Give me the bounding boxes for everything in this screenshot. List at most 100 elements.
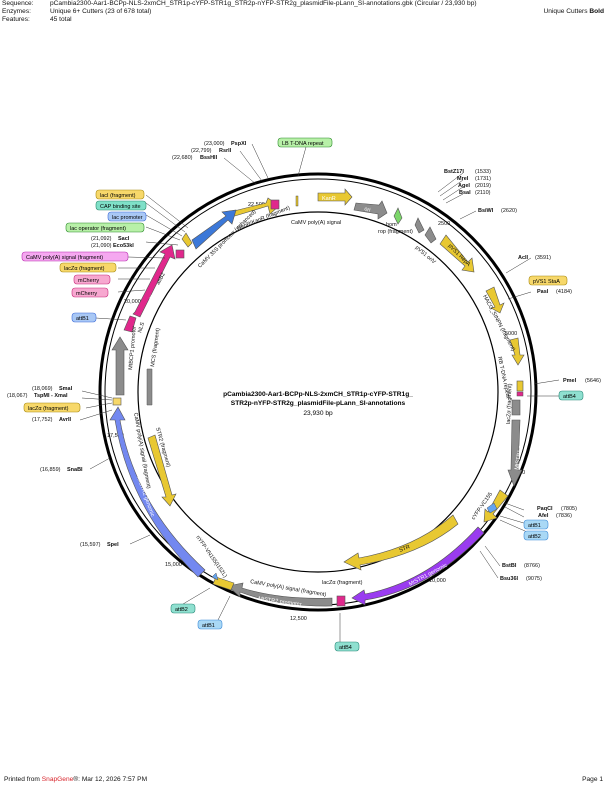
feature-mtstr2-promoter xyxy=(227,582,333,607)
tick-label: 17,500 xyxy=(107,433,124,439)
site-pos: (23,000) xyxy=(204,141,225,147)
site-pos: (16,859) xyxy=(40,467,61,473)
site-name: PasI xyxy=(537,289,549,295)
site-pos: (18,067) xyxy=(7,393,28,399)
site-pos: (5646) xyxy=(585,378,601,384)
footer-page: Page 1 xyxy=(582,776,603,783)
left-features xyxy=(109,209,237,578)
feature-label: pVS1 RepA xyxy=(447,243,472,268)
feature-kanr xyxy=(317,188,353,206)
site-name: PmeI xyxy=(563,378,577,384)
feature-bom xyxy=(393,207,403,225)
box-lac-promoter: lac promoter xyxy=(107,211,147,222)
site-pos: (4184) xyxy=(556,289,572,295)
site-pos: (17,752) xyxy=(32,417,53,423)
feature-mtstr2-genomic xyxy=(109,406,206,578)
site-name: Eco53kI xyxy=(113,243,134,249)
plasmid-title: pCambia2300-Aar1-BCPp-NLS-2xmCH_STR1p-cY… xyxy=(223,391,413,417)
svg-text:CaMV poly(A) signal (fragment): CaMV poly(A) signal (fragment) xyxy=(26,255,103,261)
box-attb1-bottom: attB1 xyxy=(197,619,223,630)
box-attb1-right: attB1 xyxy=(523,519,549,530)
feature-label: lacZα (fragment) xyxy=(322,580,363,586)
feature-camv-polya-marker xyxy=(270,199,280,210)
tick-label: 5000 xyxy=(505,331,517,337)
site-pos: (21,092) xyxy=(91,236,112,242)
site-pos: (18,069) xyxy=(32,386,53,392)
svg-text:pVS1 StaA: pVS1 StaA xyxy=(533,279,560,285)
feature-lacz-left-marker xyxy=(112,397,122,406)
site-name: AgeI xyxy=(458,183,470,189)
feature-rop xyxy=(414,217,425,234)
tick-label: 10,000 xyxy=(429,578,446,584)
site-pos: (8766) xyxy=(524,563,540,569)
feature-small-marker xyxy=(295,195,299,207)
site-name: AclI xyxy=(518,255,529,261)
outer-features xyxy=(225,188,475,273)
plasmid-length: 23,930 bp xyxy=(303,410,333,417)
feature-mtbcp1-promoter xyxy=(111,336,129,396)
box-camv-polya: CaMV poly(A) signal (fragment) xyxy=(21,251,129,262)
site-name: PaqCI xyxy=(537,506,553,512)
box-lacz-left-2: lacZα (fragment) xyxy=(23,402,81,413)
feature-attb2-bottom-marker xyxy=(211,572,219,581)
box-cap: CAP binding site xyxy=(95,200,147,211)
leader-lines xyxy=(79,143,560,642)
box-lb-tdna: LB T-DNA repeat xyxy=(277,137,333,148)
feature-rb-tdna xyxy=(516,380,524,392)
bottom-features xyxy=(211,514,485,607)
feature-label: bom xyxy=(386,222,397,228)
unique-cutters-legend: Unique Cutters Bold xyxy=(543,8,604,15)
svg-text:attB2: attB2 xyxy=(175,607,188,613)
svg-text:mCherry: mCherry xyxy=(76,291,97,297)
site-pos: (15,597) xyxy=(80,542,101,548)
site-name: BsiWI xyxy=(478,208,494,214)
svg-text:attB1: attB1 xyxy=(202,623,215,629)
site-name: AfeI xyxy=(538,513,549,519)
site-name: BstZ17I xyxy=(444,169,464,175)
site-pos: (2019) xyxy=(475,183,491,189)
header-features: Features:45 total xyxy=(2,16,72,23)
svg-text:lac promoter: lac promoter xyxy=(112,215,143,221)
svg-text:attB4: attB4 xyxy=(339,645,352,651)
right-features xyxy=(483,286,525,523)
site-pos: (21,090) xyxy=(91,243,112,249)
enzyme-sites: (23,000) PspXI (22,799) RsrII (22,680) B… xyxy=(7,141,601,582)
tick-label: 2500 xyxy=(438,221,450,227)
site-name: Bsu36I xyxy=(500,576,519,582)
site-name: SmaI xyxy=(59,386,73,392)
box-attb4-bottom: attB4 xyxy=(334,641,360,652)
svg-text:mCherry: mCherry xyxy=(78,278,99,284)
feature-lacz-right xyxy=(511,399,521,416)
box-lac-operator: lac operator (fragment) xyxy=(65,222,145,233)
feature-ori xyxy=(353,200,388,220)
site-pos: (1731) xyxy=(475,176,491,182)
site-name: BsaI xyxy=(459,190,471,196)
feature-mcs-fragment xyxy=(146,368,153,406)
site-name: TspMI - XmaI xyxy=(34,393,68,399)
svg-text:lacZα (fragment): lacZα (fragment) xyxy=(28,406,69,412)
site-pos: (22,799) xyxy=(191,148,212,154)
box-attb1-left: attB1 xyxy=(71,312,97,323)
svg-text:CAP binding site: CAP binding site xyxy=(100,204,141,210)
feature-attb-marker-right xyxy=(486,502,498,514)
footer-printed: Printed from SnapGene®: Mar 12, 2026 7:5… xyxy=(4,776,148,783)
plasmid-name-line2: STR2p-nYFP-STR2g_plasmidFile-pLann_SI-an… xyxy=(231,400,406,407)
site-name: BssHII xyxy=(200,155,218,161)
box-attb2-right: attB2 xyxy=(523,530,549,541)
feature-mtstr1-genomic xyxy=(351,526,485,606)
site-name: PspXI xyxy=(231,141,247,147)
feature-nls xyxy=(123,315,137,333)
tick-label: 15,000 xyxy=(165,562,182,568)
feature-str xyxy=(343,514,459,571)
site-pos: (7805) xyxy=(561,506,577,512)
tick-label: 12,500 xyxy=(290,616,307,622)
svg-text:lacZα (fragment): lacZα (fragment) xyxy=(64,266,105,272)
inner-feature-ring xyxy=(137,211,499,573)
box-mcherry-2: mCherry xyxy=(71,287,109,298)
box-mcherry-1: mCherry xyxy=(73,274,111,285)
feature-lacz-bottom-marker xyxy=(336,595,346,607)
tick-label: 20,000 xyxy=(124,299,141,305)
feature-label: KanR xyxy=(322,196,336,202)
feature-label: MtBCP1 promoter xyxy=(128,326,138,371)
